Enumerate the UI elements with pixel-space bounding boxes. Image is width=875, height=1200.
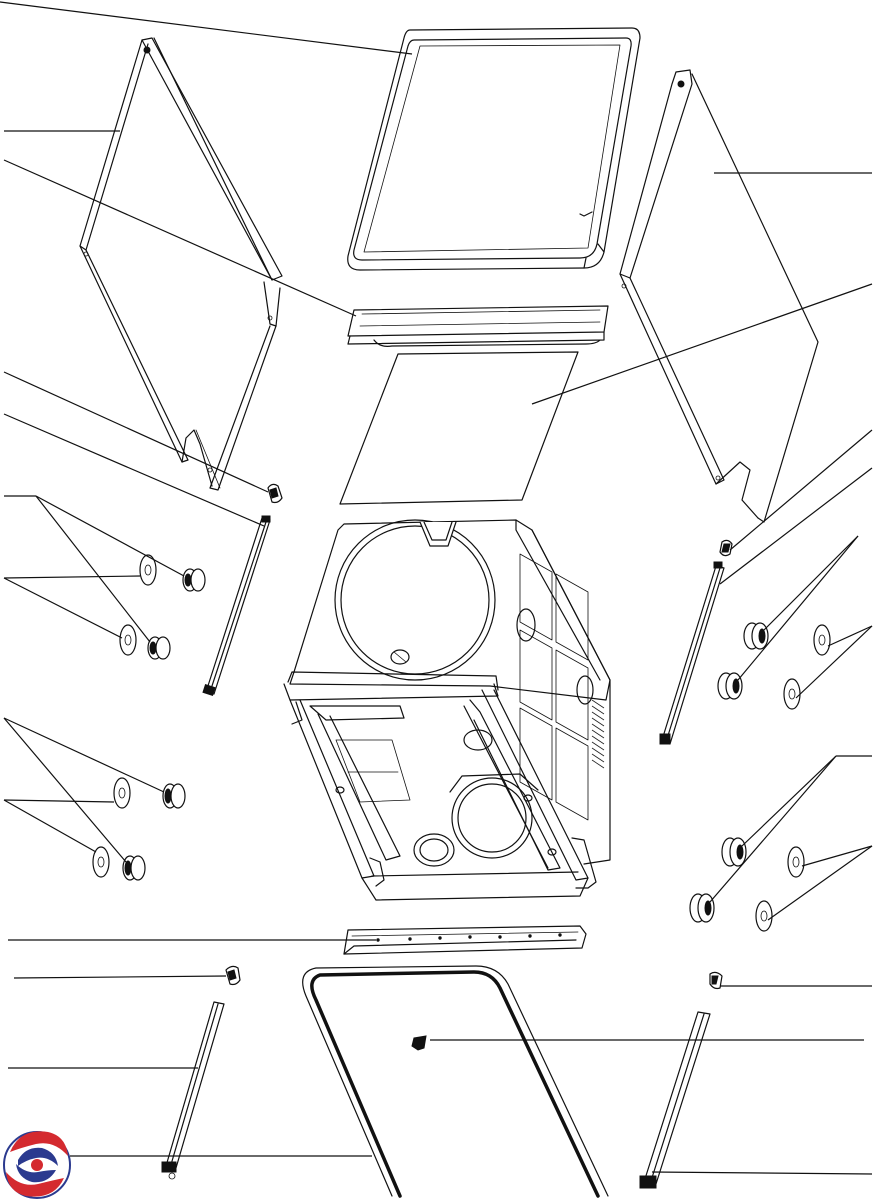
leader-left-lower-washer-b [3, 799, 97, 853]
right-upper-slide-rail [659, 561, 725, 745]
top-lid-panel [347, 27, 641, 271]
right-upper-roller-2 [717, 672, 743, 700]
leader-left-upper-roller-c [35, 495, 151, 643]
leader-right-lower-roller-b [741, 755, 837, 847]
right-side-panel [619, 69, 819, 523]
right-lower-clip [709, 971, 723, 990]
leader-right-upper-washer-a [827, 625, 873, 647]
leader-top-lid [0, 1, 413, 55]
front-kick-plate [343, 925, 587, 955]
top-insulation-sheet [339, 351, 579, 505]
leader-right-lower-washer-b [767, 845, 873, 921]
leader-right-lower-rail [651, 1171, 873, 1175]
callout-leader-lines [0, 1, 873, 1175]
leader-right-lower-washer-a [801, 845, 873, 867]
left-lower-clip [225, 965, 241, 986]
left-lower-roller-2 [122, 855, 146, 881]
left-upper-roller-2 [147, 636, 171, 660]
leader-right-upper-roller-b [737, 535, 859, 681]
right-upper-roller-1 [743, 622, 769, 650]
leader-left-lower-clip [13, 975, 227, 979]
left-lower-roller-1 [162, 783, 186, 809]
crossbar-slots [359, 309, 601, 327]
leader-left-lower-washer-a [3, 799, 115, 803]
leader-left-upper-rail [3, 413, 265, 527]
left-upper-clip [267, 483, 283, 504]
right-lower-roller-1 [721, 837, 747, 867]
right-lower-roller-2 [689, 893, 715, 923]
left-lower-wheels [92, 777, 186, 881]
left-upper-roller-1 [182, 568, 206, 592]
leader-right-upper-rail [719, 467, 873, 585]
right-side-ribs [519, 553, 589, 821]
right-upper-clip [719, 539, 733, 557]
door-latch-part [411, 1035, 427, 1051]
leader-right-upper-clip [729, 429, 873, 551]
left-upper-wheels [119, 554, 206, 660]
top-front-crossbar [347, 305, 609, 347]
left-lower-slide-rail [161, 1001, 225, 1180]
right-lower-slide-rail [639, 1011, 711, 1189]
leader-left-lower-roller-a [3, 717, 165, 793]
leader-left-lower-roller-b [3, 717, 127, 863]
right-lower-wheels [689, 837, 805, 932]
brand-logo [3, 1131, 71, 1199]
cabinet-frame [283, 519, 611, 901]
leader-right-upper-roller-a [763, 535, 859, 631]
left-side-panel [79, 37, 283, 491]
vent-hatching [591, 699, 605, 769]
left-upper-slide-rail [202, 515, 271, 696]
leader-insulation-sheet [531, 283, 873, 405]
right-upper-wheels [717, 622, 831, 710]
leader-left-upper-washer-a [3, 575, 141, 579]
leader-right-lower-roller-c [709, 755, 837, 903]
leader-right-upper-washer-b [795, 625, 873, 699]
leader-top-crossbar [3, 159, 357, 317]
door-gasket [302, 965, 609, 1198]
leader-left-upper-washer-b [3, 577, 123, 639]
leader-left-upper-clip [3, 371, 269, 493]
leader-left-upper-roller-b [35, 495, 185, 577]
